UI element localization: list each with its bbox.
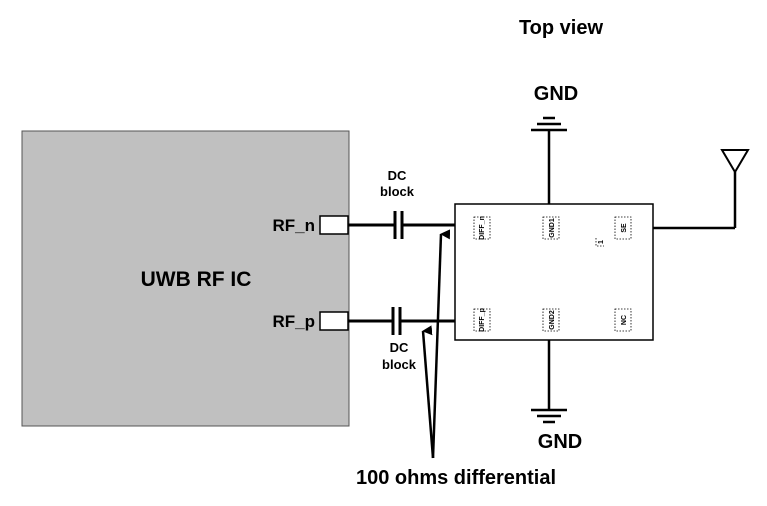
- pin-label-se: SE: [621, 223, 628, 233]
- rf-p-label: RF_p: [273, 312, 316, 331]
- differential-arrows: [421, 229, 451, 459]
- ic-label: UWB RF IC: [141, 268, 252, 291]
- antenna-icon: [653, 149, 750, 230]
- differential-label: 100 ohms differential: [356, 467, 556, 489]
- pad-se: [614, 216, 632, 240]
- pad-gnd2: [542, 308, 560, 332]
- rf-n-pad: [319, 215, 349, 235]
- uwb-rf-ic-block: [21, 130, 350, 427]
- pin-label-gnd1: GND1: [549, 218, 556, 238]
- balun-component: [454, 203, 654, 341]
- rf-n-label: RF_n: [273, 216, 316, 235]
- view-title: Top view: [519, 17, 604, 39]
- pad-diff-n: [473, 216, 491, 240]
- pin1-marker: [595, 238, 604, 247]
- gnd-bottom-label: GND: [538, 431, 582, 453]
- pin-label-gnd2: GND2: [549, 310, 556, 330]
- gnd-top-label: GND: [534, 83, 578, 105]
- dc-block-bottom-line2: block: [382, 357, 417, 372]
- pad-nc: [614, 308, 632, 332]
- balun-pads: [473, 216, 632, 332]
- pin-label-nc: NC: [621, 315, 628, 325]
- dc-block-bottom-line1: DC: [390, 340, 409, 355]
- top-trace: [348, 211, 455, 239]
- pin-label-diff-p: DIFF_p: [479, 308, 486, 332]
- pad-gnd1: [542, 216, 560, 240]
- pad-diff-p: [473, 308, 491, 332]
- dc-block-top-line1: DC: [388, 168, 407, 183]
- bottom-trace: [348, 307, 455, 335]
- pin-label-diff-n: DIFF_n: [479, 216, 486, 240]
- rf-p-pad: [319, 311, 349, 331]
- gnd-top-symbol: [531, 116, 567, 204]
- gnd-bottom-symbol: [531, 340, 567, 424]
- pin1-corner-mark: 1: [598, 240, 605, 244]
- dc-block-top-line2: block: [380, 184, 415, 199]
